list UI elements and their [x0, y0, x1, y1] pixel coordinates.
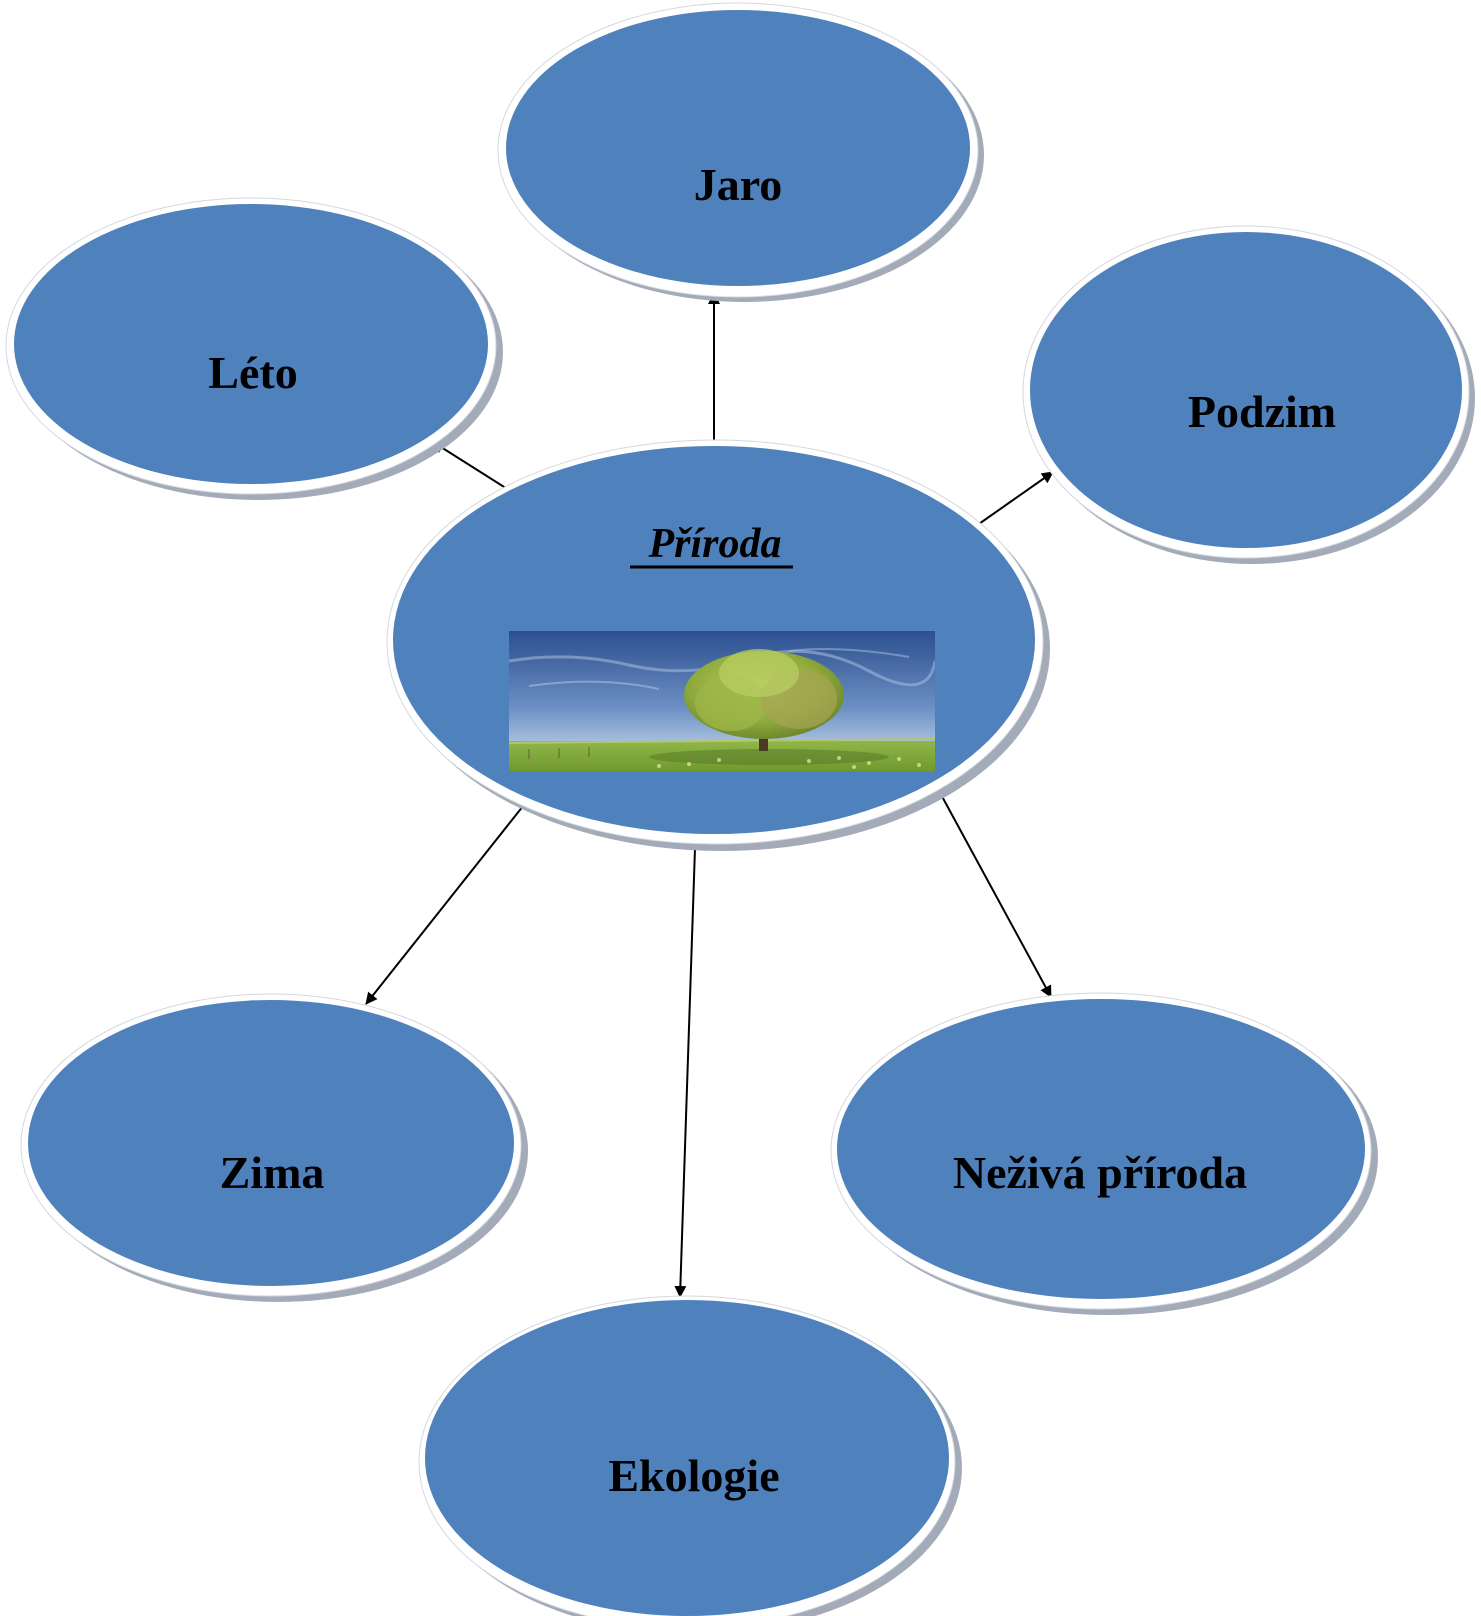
center-title: Příroda: [647, 521, 781, 567]
node-zima: Zima: [20, 993, 528, 1302]
node-neziva-shape: [837, 999, 1365, 1299]
node-jaro-label: Jaro: [694, 159, 783, 210]
node-zima-shape: [28, 1000, 514, 1286]
node-leto: Léto: [5, 197, 503, 500]
node-center-priroda: Příroda: [386, 439, 1050, 851]
node-neziva-priroda: Neživá příroda: [830, 992, 1378, 1315]
node-neziva-label: Neživá příroda: [953, 1147, 1247, 1198]
arrow-to-ekologie: [674, 847, 696, 1298]
node-podzim: Podzim: [1022, 225, 1475, 564]
node-jaro-shape: [506, 10, 970, 286]
node-leto-label: Léto: [208, 347, 297, 398]
arrow-to-zima: [365, 795, 532, 1005]
node-jaro: Jaro: [497, 2, 984, 302]
node-podzim-shape: [1030, 232, 1462, 548]
arrow-to-podzim: [975, 471, 1054, 527]
node-ekologie: Ekologie: [418, 1295, 962, 1616]
node-zima-label: Zima: [220, 1147, 325, 1198]
node-ekologie-label: Ekologie: [608, 1450, 779, 1501]
node-ekologie-shape: [425, 1300, 949, 1616]
node-podzim-label: Podzim: [1188, 386, 1336, 437]
node-leto-shape: [14, 204, 488, 484]
tree-photo: [509, 631, 935, 771]
arrow-to-neziva: [931, 777, 1052, 998]
